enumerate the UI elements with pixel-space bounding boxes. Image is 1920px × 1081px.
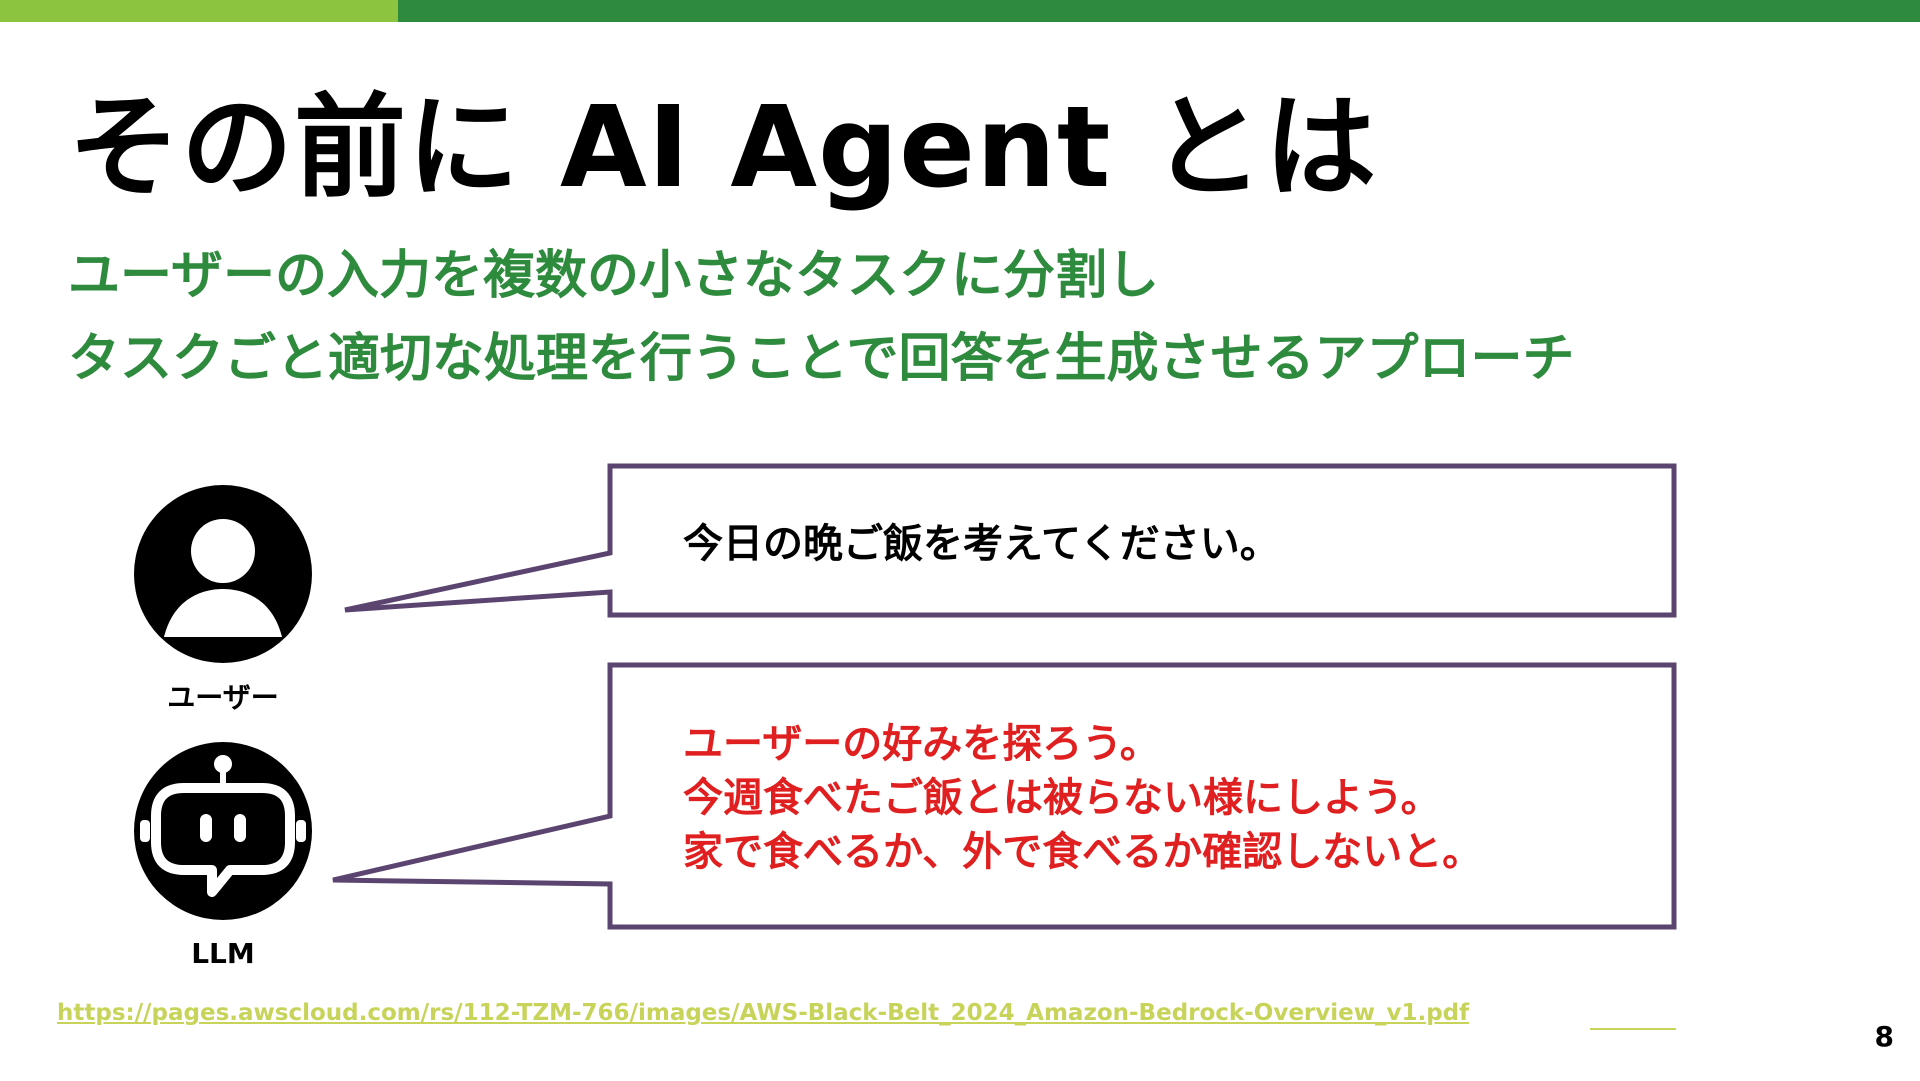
subtitle-line-2: タスクごと適切な処理を行うことで回答を生成させるアプローチ xyxy=(68,329,1575,389)
robot-icon xyxy=(134,742,312,920)
page-number: 8 xyxy=(1874,1020,1894,1053)
top-accent-bar-dark xyxy=(398,0,1920,22)
user-label: ユーザー xyxy=(167,681,279,714)
user-message: 今日の晩ご飯を考えてください。 xyxy=(683,521,1280,567)
llm-speech-bubble xyxy=(332,662,1677,930)
user-speech-bubble xyxy=(344,463,1677,618)
llm-message-line-1: ユーザーの好みを探ろう。 xyxy=(683,721,1160,767)
slide-title: その前に AI Agent とは xyxy=(68,83,1378,213)
llm-message: ユーザーの好みを探ろう。 今週食べたご飯とは被らない様にしよう。 家で食べるか、… xyxy=(683,718,1482,880)
top-accent-bar-light xyxy=(0,0,398,22)
source-link-underline xyxy=(1590,1028,1676,1030)
source-link[interactable]: https://pages.awscloud.com/rs/112-TZM-76… xyxy=(57,1000,1470,1026)
subtitle-line-1: ユーザーの入力を複数の小さなタスクに分割し xyxy=(68,246,1159,306)
llm-message-line-3: 家で食べるか、外で食べるか確認しないと。 xyxy=(683,829,1483,875)
llm-message-line-2: 今週食べたご飯とは被らない様にしよう。 xyxy=(683,775,1441,821)
llm-label: LLM xyxy=(191,937,255,970)
user-icon xyxy=(134,485,312,663)
